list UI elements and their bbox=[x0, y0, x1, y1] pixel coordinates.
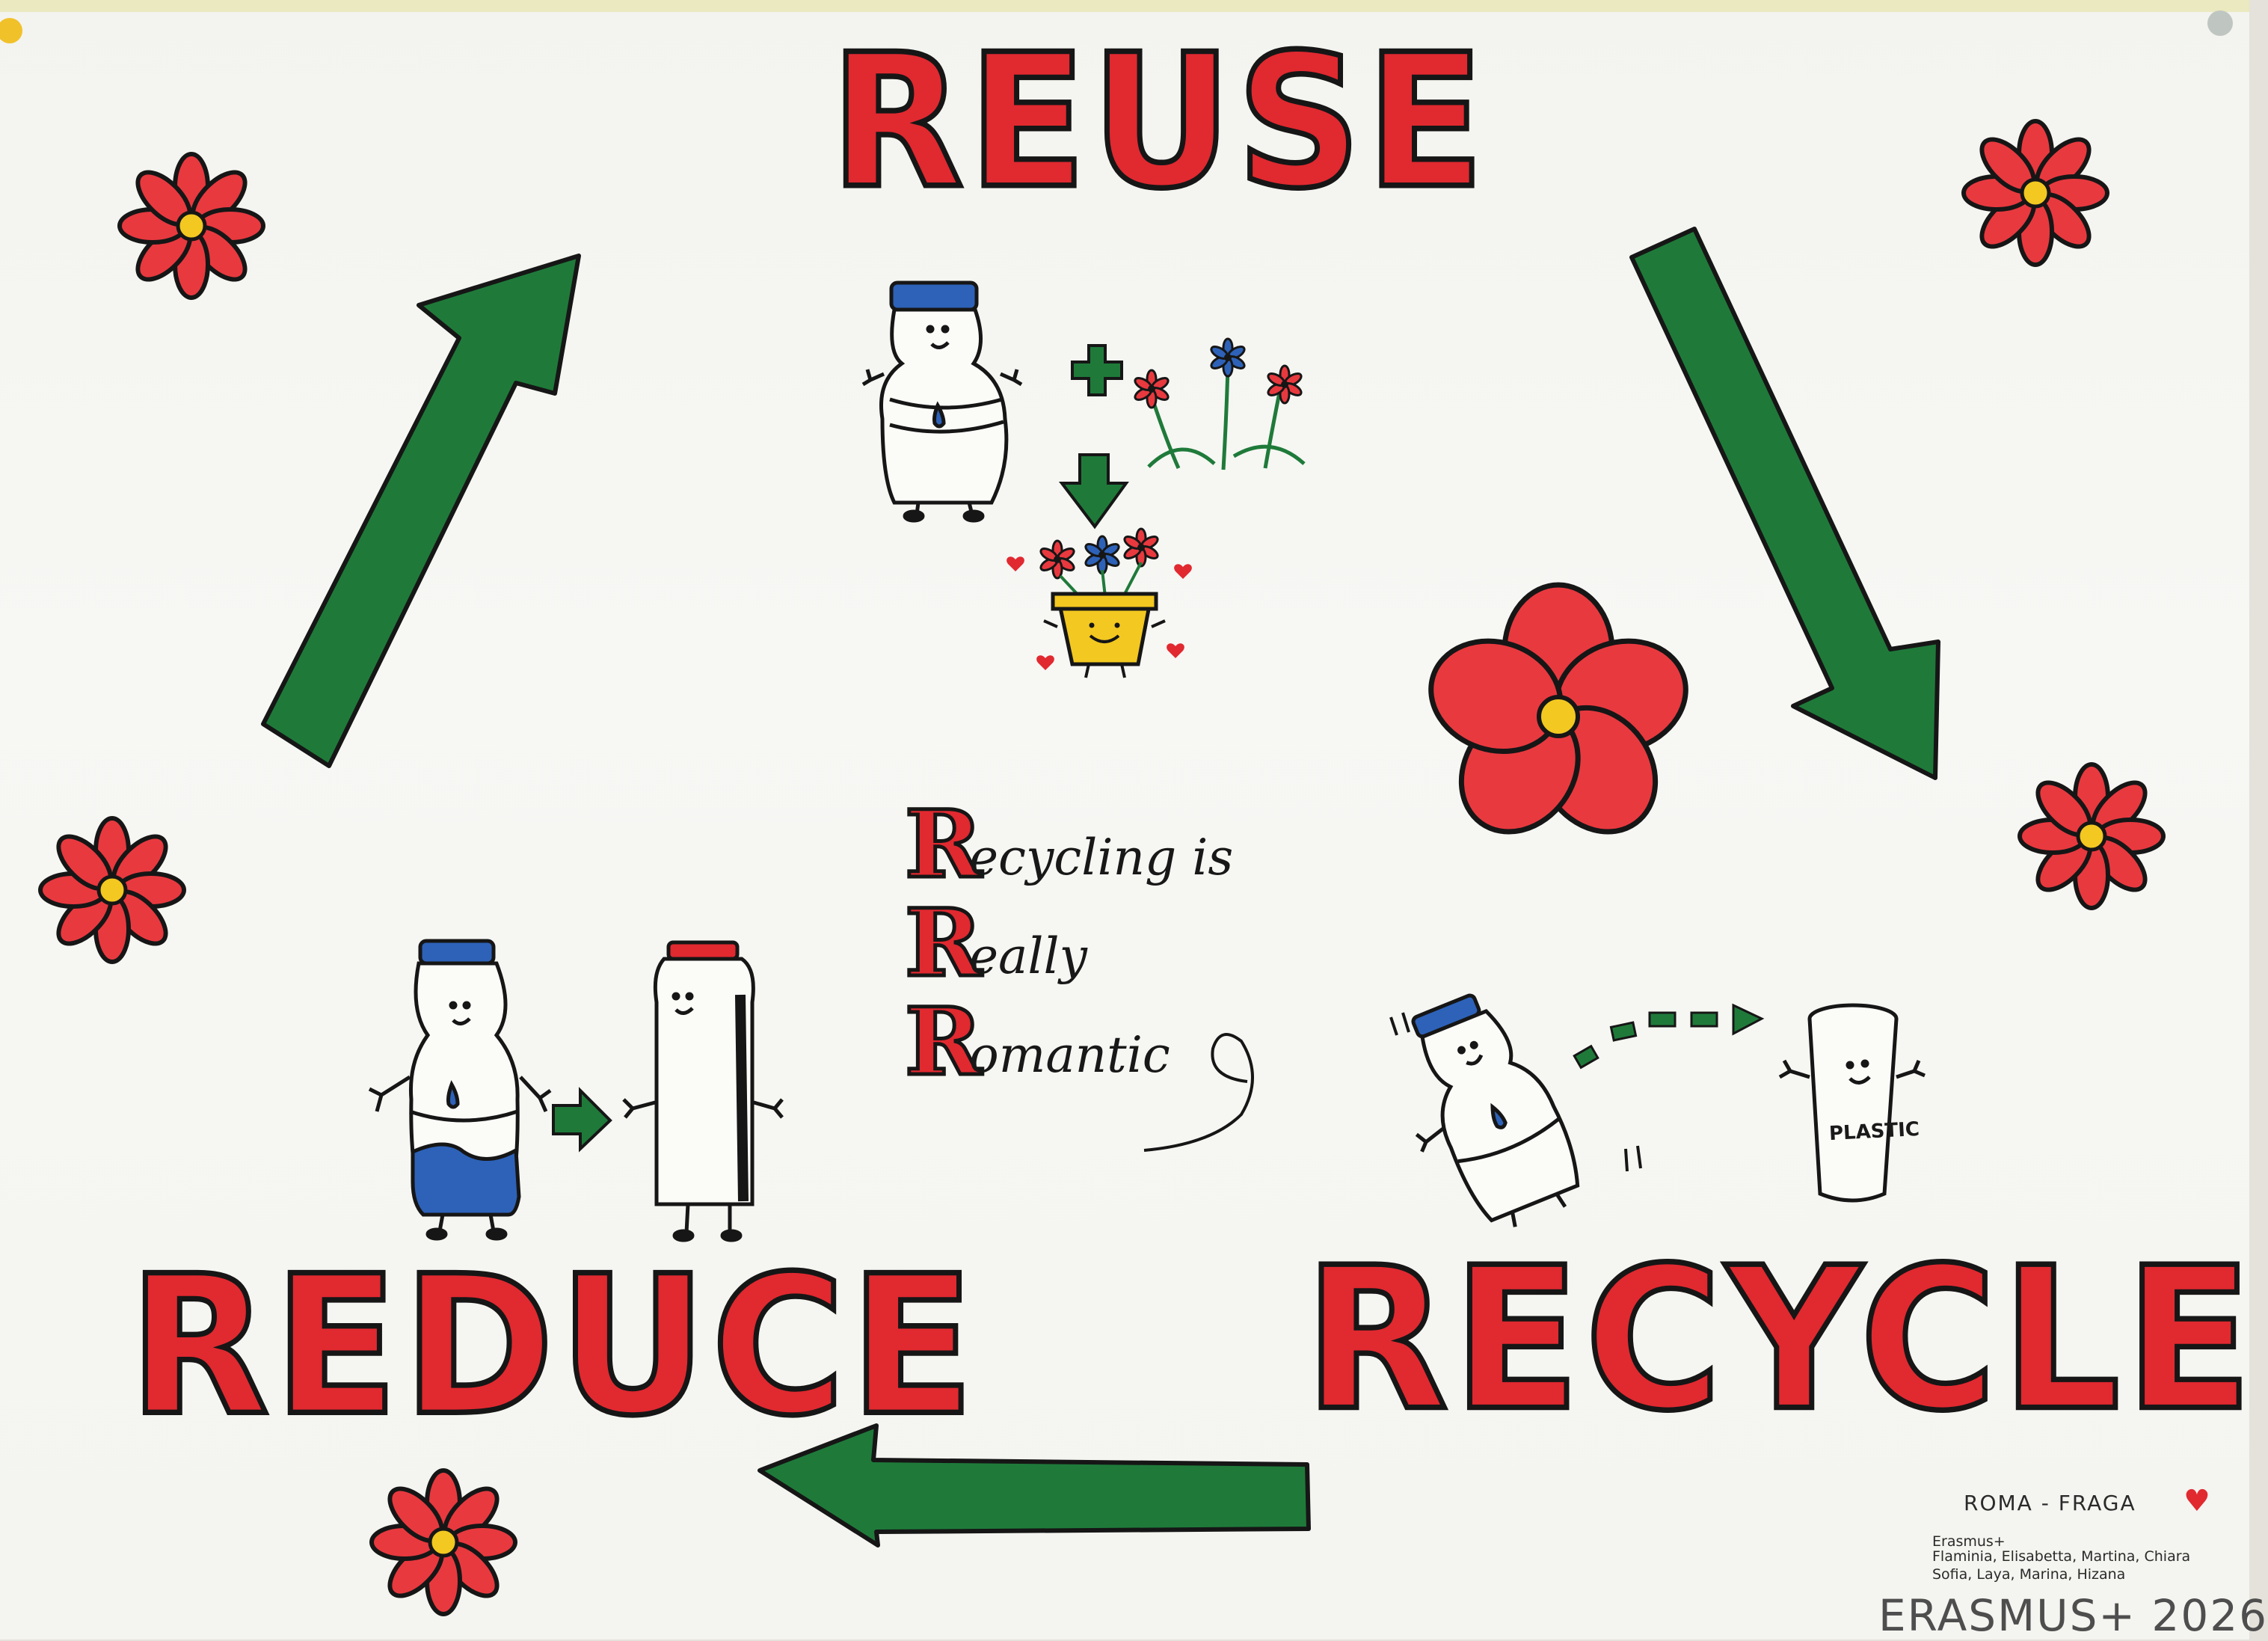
acrostic-word: eally bbox=[969, 927, 1087, 985]
credit-event: ERASMUS+ 2026 bbox=[1878, 1590, 2268, 1641]
arrow-icon bbox=[1058, 453, 1129, 530]
flower-pot-icon bbox=[1037, 527, 1166, 678]
credit-names: Sofia, Laya, Marina, Hizana bbox=[1932, 1566, 2126, 1583]
heart-icon bbox=[1007, 556, 1192, 670]
arrow-icon bbox=[552, 1087, 612, 1153]
flower-icon bbox=[2020, 764, 2163, 908]
arrow-icon bbox=[261, 254, 581, 768]
heart-icon: ♥ bbox=[2184, 1484, 2210, 1518]
acrostic-capital: R bbox=[903, 889, 983, 998]
acrostic-line: R eally bbox=[903, 889, 1279, 998]
bottle-character-icon bbox=[861, 280, 1023, 523]
flower-icon bbox=[120, 154, 263, 298]
acrostic-line: R omantic bbox=[903, 988, 1279, 1096]
acrostic-capital: R bbox=[903, 988, 983, 1096]
flowers-icon bbox=[1131, 337, 1306, 470]
acrostic-word: ecycling is bbox=[969, 829, 1234, 886]
rrr-acrostic: R ecycling is R eally R omantic bbox=[903, 791, 1279, 1096]
arrow-icon bbox=[1629, 227, 1940, 780]
acrostic-capital: R bbox=[903, 791, 983, 899]
plastic-bin-label: PLASTIC bbox=[1828, 1117, 1920, 1146]
credit-city: ROMA - FRAGA bbox=[1964, 1491, 2136, 1515]
acrostic-word: omantic bbox=[969, 1026, 1170, 1084]
credit-program: Erasmus+ bbox=[1932, 1533, 2006, 1550]
pin-top-right bbox=[2207, 10, 2233, 36]
dashed-arrow-icon bbox=[1573, 1003, 1765, 1070]
flower-icon bbox=[1964, 121, 2107, 265]
flower-icon bbox=[372, 1470, 515, 1614]
title-recycle: RECYCLE bbox=[1301, 1224, 2258, 1454]
acrostic-line: R ecycling is bbox=[903, 791, 1279, 899]
bottle-character-icon bbox=[368, 939, 552, 1241]
motion-lines bbox=[1389, 1012, 1642, 1172]
recycling-bin-icon bbox=[1778, 1003, 1926, 1203]
title-reduce: REDUCE bbox=[126, 1235, 979, 1459]
pin-top-left bbox=[0, 18, 22, 43]
arrow-icon bbox=[757, 1423, 1311, 1548]
poster-top-edge bbox=[0, 0, 2249, 12]
plus-icon bbox=[1071, 344, 1123, 396]
title-reuse: REUSE bbox=[827, 14, 1490, 230]
decorative-swirl bbox=[1143, 1033, 1254, 1152]
credit-names: Flaminia, Elisabetta, Martina, Chiara bbox=[1932, 1548, 2191, 1565]
big-flower-icon bbox=[1416, 585, 1700, 855]
flower-icon bbox=[40, 818, 184, 962]
bottle-character-icon bbox=[1411, 993, 1580, 1227]
crushed-bottle-character-icon bbox=[622, 940, 784, 1242]
